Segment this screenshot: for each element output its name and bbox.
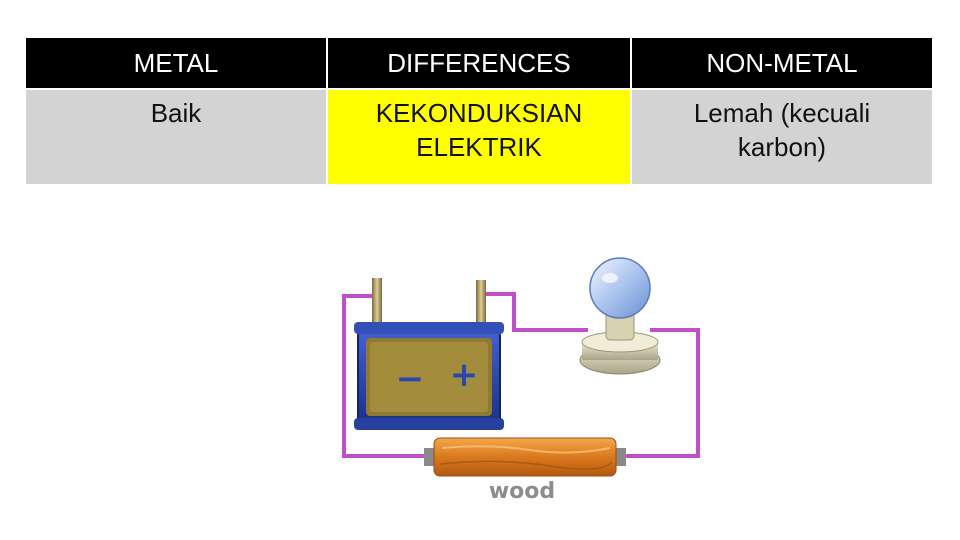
header-differences: DIFFERENCES [326, 36, 632, 90]
cell-metal-text: Baik [150, 98, 202, 128]
wood-label: wood [489, 479, 555, 504]
cell-difference-line1: KEKONDUKSIAN [375, 98, 583, 128]
cell-non-metal-line2: karbon) [737, 132, 827, 162]
battery-terminal-right [476, 280, 486, 336]
header-non-metal: NON-METAL [630, 36, 934, 90]
wire-top [480, 292, 588, 332]
comparison-table: METAL DIFFERENCES NON-METAL Baik KEKONDU… [24, 36, 934, 186]
cell-difference-line2: ELEKTRIK [416, 132, 542, 162]
cell-metal: Baik [24, 88, 328, 186]
circuit-illustration: − + wood [342, 257, 700, 504]
cell-difference: KEKONDUKSIAN ELEKTRIK [326, 88, 632, 186]
battery-plus-sign: + [450, 355, 479, 395]
wire-right [620, 328, 700, 458]
battery-terminal-left [372, 278, 382, 336]
battery [354, 322, 504, 430]
header-metal: METAL [24, 36, 328, 90]
wire-left [342, 294, 430, 458]
wood-rod [424, 437, 626, 477]
cell-non-metal: Lemah (kecuali karbon) [630, 88, 934, 186]
light-bulb [579, 257, 661, 375]
cell-non-metal-line1: Lemah (kecuali [693, 98, 871, 128]
table-row: Baik KEKONDUKSIAN ELEKTRIK Lemah (kecual… [24, 88, 934, 186]
battery-minus-sign: − [396, 359, 425, 399]
table-header-row: METAL DIFFERENCES NON-METAL [24, 36, 934, 90]
